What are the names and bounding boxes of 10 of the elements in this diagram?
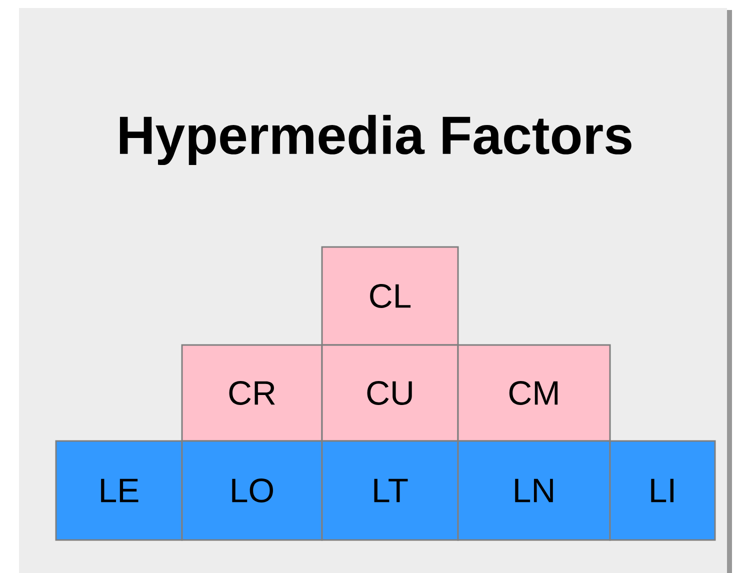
factor-box: CR: [181, 344, 323, 442]
factor-box: LT: [321, 440, 459, 541]
factor-box: LE: [55, 440, 183, 541]
factor-box: CU: [321, 344, 459, 442]
factor-box: LO: [181, 440, 323, 541]
title: Hypermedia Factors: [120, 114, 632, 166]
factor-box: LI: [609, 440, 716, 541]
factor-box: CM: [457, 344, 611, 442]
factor-box: CL: [321, 246, 459, 346]
factor-box: LN: [457, 440, 611, 541]
